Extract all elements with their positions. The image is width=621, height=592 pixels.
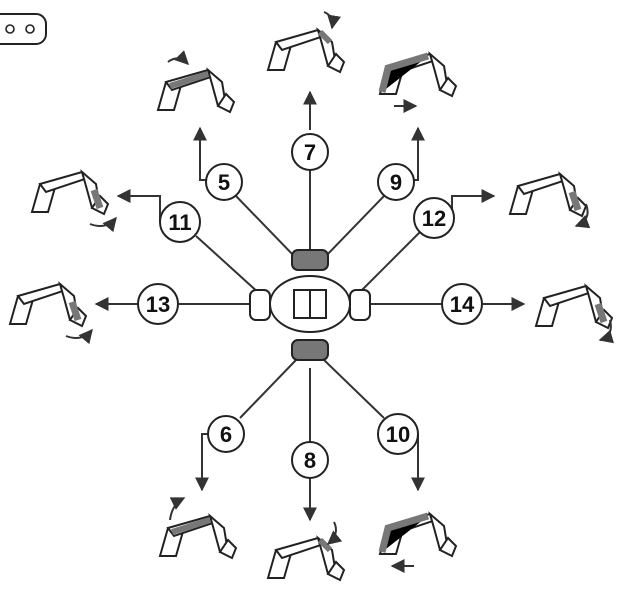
machine-symbol-14 xyxy=(535,285,615,344)
callout-6: 6 xyxy=(207,415,245,453)
callout-14: 14 xyxy=(441,283,483,325)
callout-label-7: 7 xyxy=(304,140,316,165)
callout-12: 12 xyxy=(413,197,455,239)
callout-label-5: 5 xyxy=(218,170,230,195)
callout-7: 7 xyxy=(291,133,329,171)
callout-11: 11 xyxy=(159,201,201,243)
machine-symbol-9 xyxy=(378,52,457,113)
callout-label-8: 8 xyxy=(304,448,316,473)
machine-symbol-6 xyxy=(159,497,237,559)
machine-symbol-10 xyxy=(378,512,457,573)
window-badge-icon xyxy=(0,13,47,45)
machine-symbol-7 xyxy=(267,11,345,73)
callout-label-6: 6 xyxy=(220,422,232,447)
callout-label-13: 13 xyxy=(146,292,170,317)
callout-9: 9 xyxy=(377,163,415,201)
machine-symbol-8 xyxy=(267,521,345,581)
callout-10: 10 xyxy=(377,413,419,455)
callout-label-9: 9 xyxy=(390,170,402,195)
callout-5: 5 xyxy=(205,163,243,201)
machine-symbol-5 xyxy=(157,50,235,113)
callout-label-10: 10 xyxy=(386,422,410,447)
machine-symbol-12 xyxy=(509,173,591,229)
leader-lines xyxy=(176,168,444,444)
machine-symbol-13 xyxy=(9,283,93,345)
callout-label-12: 12 xyxy=(422,206,446,231)
callout-label-14: 14 xyxy=(450,292,475,317)
callout-8: 8 xyxy=(291,441,329,479)
control-lever-icon xyxy=(249,249,371,361)
callout-13: 13 xyxy=(137,283,179,325)
callout-label-11: 11 xyxy=(168,210,191,235)
machine-symbol-11 xyxy=(31,171,117,233)
